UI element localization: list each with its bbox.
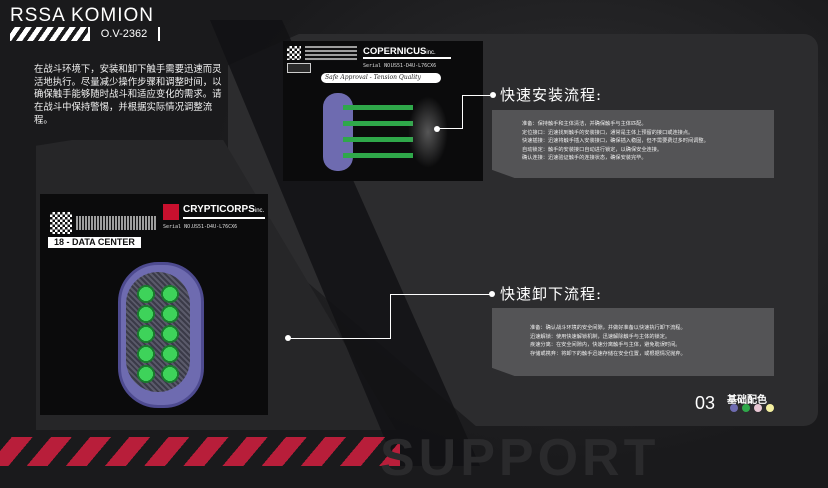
serial-label: Serial NO. xyxy=(163,224,194,230)
footer-stripes xyxy=(0,437,400,466)
brand-bar: O.V-2362 xyxy=(10,27,160,41)
remove-connector-v xyxy=(390,294,391,339)
install-connector-end xyxy=(490,92,496,98)
company-name: COPERNICUSinc. xyxy=(363,46,436,57)
company-name-text: COPERNICUS xyxy=(363,46,427,57)
remove-step-2: 迅速解锁：使用快速解锁机制，迅速解除触手与主体的锁定。 xyxy=(530,333,671,340)
sector-label: 18 - DATA CENTER xyxy=(48,237,141,248)
serial-label: Serial NO. xyxy=(363,63,394,69)
qr-code xyxy=(50,212,72,234)
install-connector-h1 xyxy=(437,128,463,129)
install-step-5: 确认连接：迅速验证触手的连接状态，确保安装完毕。 xyxy=(522,155,647,161)
qr-code xyxy=(287,46,301,60)
remove-info-box: 准备：确认战斗环境的安全间隙，并做好准备以快速执行卸下流程。 迅速解锁：使用快速… xyxy=(492,308,774,376)
remove-step-3: 疾速分离：在安全间隙内，快速分离触手与主体，避免耽误时间。 xyxy=(530,342,681,348)
watermark-text: SUPPORT xyxy=(380,429,660,487)
version-label: O.V-2362 xyxy=(90,27,158,41)
barcode-label xyxy=(76,216,156,230)
install-title: 快速安装流程: xyxy=(500,86,603,104)
company-name: CRYPTICORPSinc. xyxy=(183,204,264,215)
serial-number: US51-D4U-L76CX6 xyxy=(192,224,238,230)
palette-swatch-pink xyxy=(754,404,762,412)
intro-paragraph: 在战斗环境下，安装和卸下触手需要迅速而灵活地执行。尽量减少操作步骤和调整时间，以… xyxy=(34,64,222,126)
palette-label: 基础配色 xyxy=(727,395,767,406)
brand-stripes xyxy=(10,27,88,41)
serial-number: US51-D4U-L76CX6 xyxy=(391,63,437,69)
install-step-2: 定位接口：迅速找到触手的安装接口，通常是主体上预留的接口或连接点。 xyxy=(522,129,694,136)
remove-connector-h2 xyxy=(390,294,490,295)
install-step-4: 自动锁定：触手的安装接口自动进行锁定，以确保安全连接。 xyxy=(522,146,663,153)
remove-connector-end xyxy=(489,291,495,297)
install-connector-dot xyxy=(434,126,440,132)
company-underline xyxy=(363,57,451,59)
product-card-bottom: CRYPTICORPSinc. Serial NO. US51-D4U-L76C… xyxy=(40,194,268,415)
palette-swatch-yellow xyxy=(766,404,774,412)
product-card-top: COPERNICUSinc. Serial NO. US51-D4U-L76CX… xyxy=(283,41,483,181)
company-suffix: inc. xyxy=(426,50,436,56)
install-step-3: 快速插接：迅速将触手插入安装接口，确保插入稳固，但不需要费过多时间调整。 xyxy=(522,138,709,144)
company-suffix: inc. xyxy=(254,208,265,214)
company-name-text: CRYPTICORPS xyxy=(183,204,255,215)
install-connector-h2 xyxy=(462,95,490,96)
warning-labels xyxy=(305,46,357,61)
remove-title: 快速卸下流程: xyxy=(500,285,603,303)
page-number: 03 xyxy=(695,393,716,413)
remove-step-1: 准备：确认战斗环境的安全间隙，并做好准备以快速执行卸下流程。 xyxy=(530,325,686,331)
install-connector-v xyxy=(462,95,463,129)
remove-step-4: 存储或携弃：将卸下的触手迅速存储在安全位置，或根据情况抛弃。 xyxy=(530,350,686,357)
tentacle-rods xyxy=(343,99,413,165)
tentacle-tips xyxy=(408,96,448,168)
install-step-1: 准备：保持触手和主体清洁，并确保触手与主体匹配。 xyxy=(522,121,647,127)
palette-swatch-green xyxy=(742,404,750,412)
install-info-box: 准备：保持触手和主体清洁，并确保触手与主体匹配。 定位接口：迅速找到触手的安装接… xyxy=(492,110,774,178)
brand-title: RSSA KOMION xyxy=(10,5,155,26)
pod-sockets xyxy=(134,284,182,384)
label-sticker xyxy=(287,63,311,73)
signature-text: Safe Approval - Tension Quality xyxy=(325,74,421,81)
palette-swatch-purple xyxy=(730,404,738,412)
company-underline xyxy=(183,217,265,219)
signature-strip xyxy=(321,73,441,83)
brand-logo-icon xyxy=(163,204,179,220)
remove-connector-h1 xyxy=(288,338,390,339)
